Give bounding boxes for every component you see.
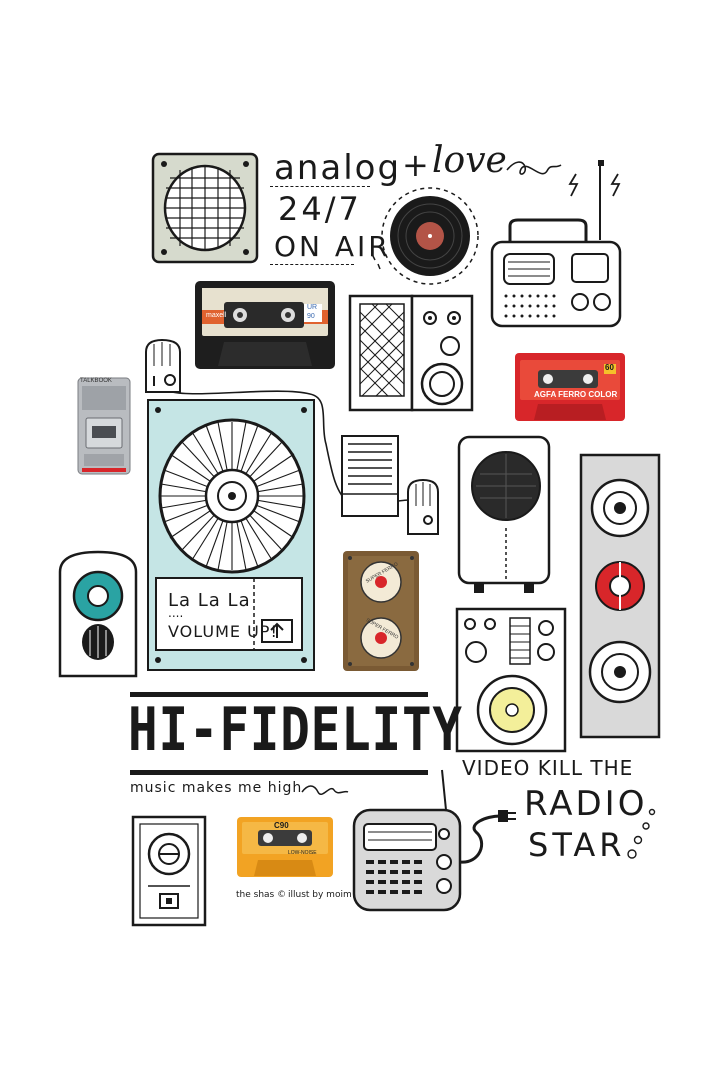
speaker-pair-illustration bbox=[346, 292, 476, 414]
headline-on-air: ON AIR bbox=[274, 230, 391, 263]
teal-speaker-illustration bbox=[56, 548, 140, 678]
tdk-sub: LOW-NOISE bbox=[288, 850, 317, 856]
retro-radio-illustration bbox=[488, 160, 624, 330]
swirl-doodle bbox=[505, 155, 565, 189]
heart-doodle bbox=[300, 780, 350, 806]
tdk-length: C90 bbox=[274, 821, 289, 830]
title-bottom-rule bbox=[130, 770, 428, 775]
title-tagline: music makes me high bbox=[130, 780, 303, 796]
headline-hours: 24/7 bbox=[278, 190, 362, 228]
maxell-type: UR bbox=[307, 304, 318, 311]
amp-speaker-illustration bbox=[454, 606, 568, 754]
maxell-brand: maxell bbox=[206, 312, 227, 319]
speech-dots-doodle bbox=[626, 806, 666, 866]
slogan-line-3: STAR bbox=[528, 826, 626, 864]
small-grille-speaker-illustration bbox=[340, 434, 400, 518]
headline-plus: + bbox=[402, 146, 429, 184]
slogan-line-2: RADIO bbox=[524, 784, 648, 824]
small-tweeter-illustration bbox=[140, 336, 186, 394]
speaker-lyric-1: La La La bbox=[168, 590, 251, 611]
orange-cassette-photo: C90 LOW-NOISE bbox=[236, 816, 334, 878]
headline-analog: analog bbox=[274, 148, 402, 188]
agfa-label: AGFA FERRO COLOR bbox=[534, 390, 618, 399]
agfa-cassette-photo: AGFA FERRO COLOR 60 bbox=[514, 352, 626, 422]
headline-love: love bbox=[432, 140, 507, 181]
bottom-speaker-illustration bbox=[130, 814, 208, 928]
walkman-brand: TALKBOOK bbox=[80, 378, 112, 384]
woofer-cabinet-illustration bbox=[456, 434, 552, 596]
dashed-divider bbox=[270, 186, 370, 187]
credit-shop: the shas © bbox=[236, 890, 287, 900]
bottom-radio-illustration bbox=[350, 768, 518, 914]
credit-illustrator: illust by moim bbox=[288, 890, 352, 900]
small-tweeter-illustration bbox=[404, 478, 442, 536]
vinyl-record-illustration bbox=[366, 187, 486, 288]
big-blue-speaker-illustration: La La La .... VOLUME UP! bbox=[146, 398, 316, 672]
agfa-length: 60 bbox=[605, 363, 614, 372]
reel-cassette-photo: SUPER FERRO SUPER FERRO bbox=[342, 550, 420, 672]
speaker-lyric-3: VOLUME UP! bbox=[168, 622, 278, 641]
dashed-divider bbox=[270, 264, 354, 265]
grey-speaker-illustration bbox=[150, 148, 262, 266]
title-main: HI-FIDELITY bbox=[128, 695, 463, 765]
title-top-rule bbox=[130, 692, 428, 697]
maxell-length: 90 bbox=[307, 313, 315, 320]
lightning-icon bbox=[608, 172, 626, 202]
walkman-photo: TALKBOOK bbox=[76, 376, 132, 476]
maxell-cassette-photo: maxell UR 90 bbox=[194, 280, 336, 370]
tall-grey-speaker-illustration bbox=[578, 452, 662, 740]
lightning-icon bbox=[566, 172, 584, 202]
speaker-lyric-2: .... bbox=[168, 606, 184, 620]
slogan-line-1: VIDEO KILL THE bbox=[462, 756, 634, 780]
